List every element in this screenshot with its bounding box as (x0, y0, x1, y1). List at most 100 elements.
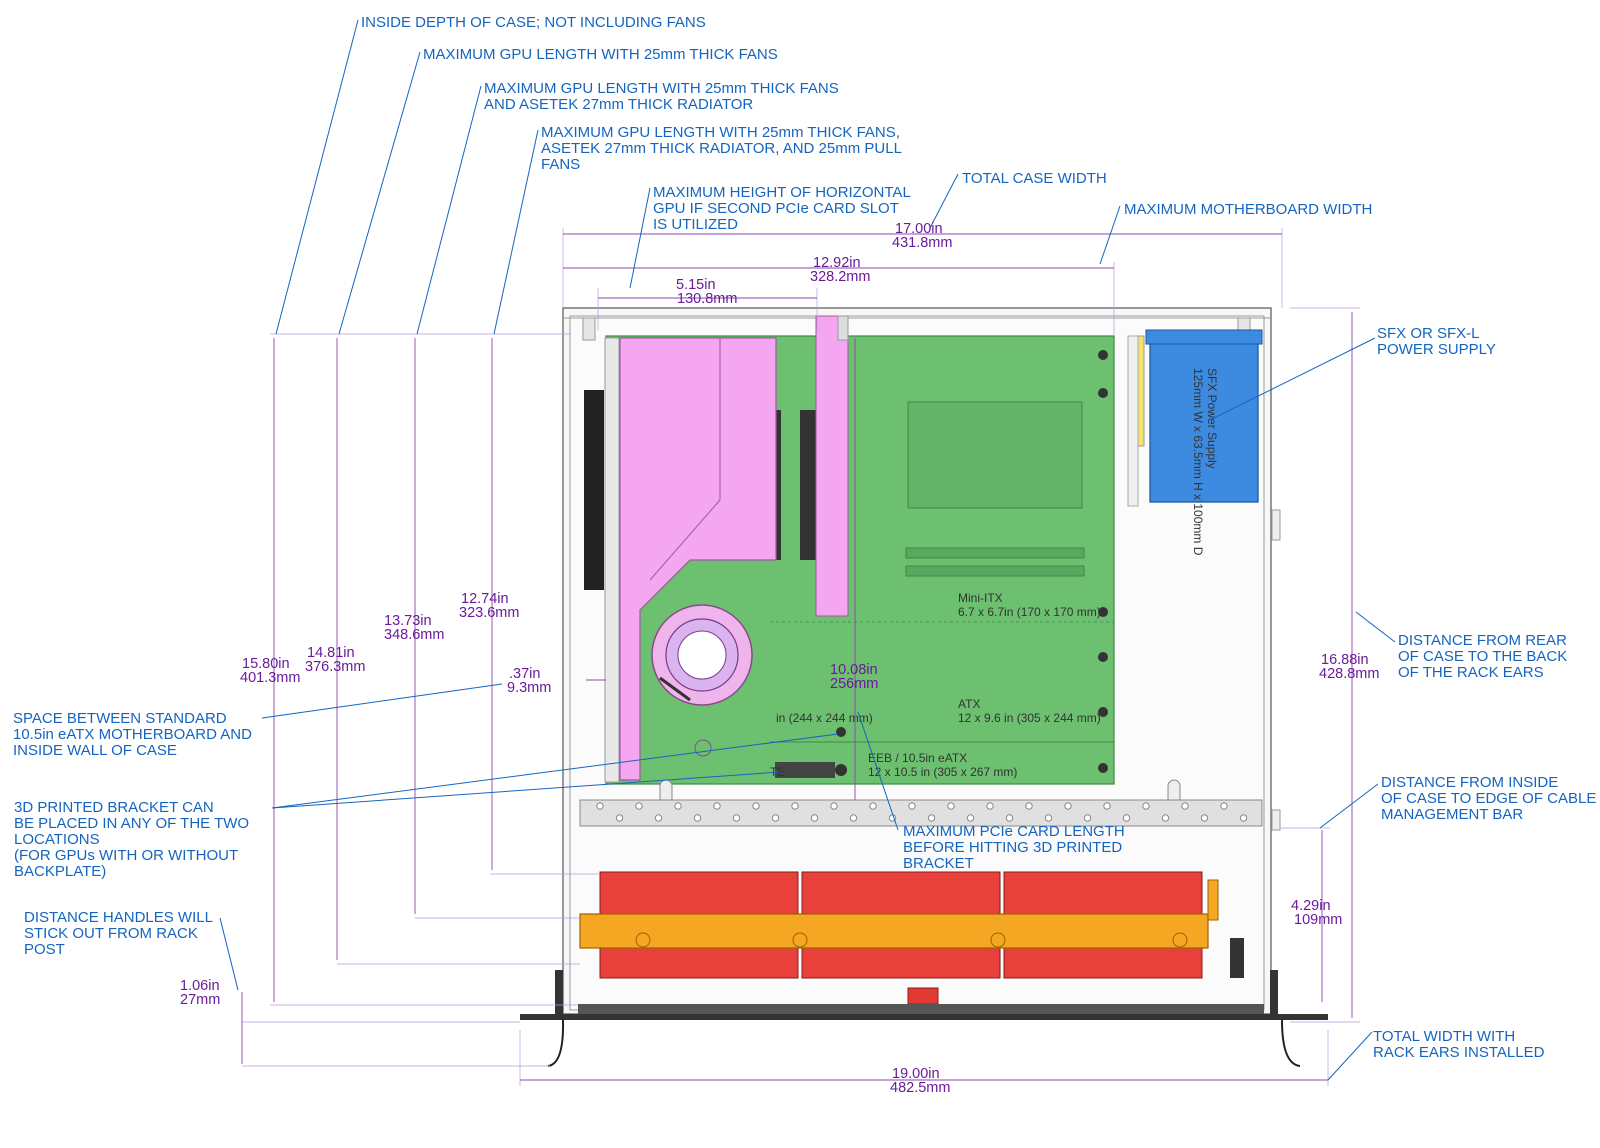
dim-total-width-ears-mm: 482.5mm (890, 1080, 950, 1096)
note-bracket-1: 3D PRINTED BRACKET CAN (14, 799, 214, 816)
note-handles-1: DISTANCE HANDLES WILL (24, 909, 213, 926)
dim-gpu-pull-mm: 323.6mm (459, 605, 519, 621)
note-total-width-ears-2: RACK EARS INSTALLED (1373, 1044, 1545, 1061)
bar-hole (771, 814, 780, 822)
note-pcie-length-1: MAXIMUM PCIe CARD LENGTH (903, 823, 1125, 840)
annotations: INSIDE DEPTH OF CASE; NOT INCLUDING FANS… (13, 14, 1596, 1061)
bar-hole (986, 802, 994, 810)
note-rear-to-ears-1: DISTANCE FROM REAR (1398, 632, 1567, 649)
note-total-case-width: TOTAL CASE WIDTH (962, 170, 1107, 187)
bar-hole (849, 814, 858, 822)
bar-hole (1220, 802, 1228, 810)
front-panel (520, 970, 1328, 1067)
bar-hole (752, 802, 760, 810)
note-psu-2: POWER SUPPLY (1377, 341, 1496, 358)
note-gpu-length-pull-1: MAXIMUM GPU LENGTH WITH 25mm THICK FANS, (541, 124, 900, 141)
mini-itx-title: Mini-ITX (958, 591, 1003, 605)
leader-lines (219, 19, 1396, 1081)
bar-hole (693, 814, 702, 822)
note-cable-bar-1: DISTANCE FROM INSIDE (1381, 774, 1558, 791)
mini-itx-size: 6.7 x 6.7in (170 x 170 mm) (958, 605, 1101, 619)
dim-motherboard-width-in: 12.92in (813, 255, 861, 271)
radiator (579, 913, 1209, 949)
note-horizontal-gpu-2: GPU IF SECOND PCIe CARD SLOT (653, 200, 899, 217)
note-cable-bar-3: MANAGEMENT BAR (1381, 806, 1523, 823)
note-bracket-5: BACKPLATE) (14, 863, 106, 880)
atx-size: 12 x 9.6 in (305 x 244 mm) (958, 711, 1101, 725)
bar-hole (966, 814, 975, 822)
note-gpu-length-pull-3: FANS (541, 156, 580, 173)
eeb-title: EEB / 10.5in eATX (868, 751, 967, 765)
dim-handles-in: 1.06in (180, 978, 220, 994)
bar-hole (654, 814, 663, 822)
note-handles-3: POST (24, 941, 65, 958)
bar-hole (1005, 814, 1014, 822)
note-space-motherboard-2: 10.5in eATX MOTHERBOARD AND (13, 726, 252, 743)
dim-total-width-ears-in: 19.00in (892, 1066, 940, 1082)
bar-hole (1161, 814, 1170, 822)
bar-hole (635, 802, 643, 810)
bar-hole (1064, 802, 1072, 810)
note-handles-2: STICK OUT FROM RACK (24, 925, 198, 942)
bar-hole (927, 814, 936, 822)
bar-hole (732, 814, 741, 822)
dim-pcie-length-mm: 256mm (830, 676, 878, 692)
note-inside-depth: INSIDE DEPTH OF CASE; NOT INCLUDING FANS (361, 14, 706, 31)
note-bracket-2: BE PLACED IN ANY OF THE TWO (14, 815, 249, 832)
note-rear-to-ears-2: OF CASE TO THE BACK (1398, 648, 1567, 665)
bar-hole (1025, 802, 1033, 810)
dim-gpu-fans-in: 14.81in (307, 645, 355, 661)
bar-hole (1239, 814, 1248, 822)
note-gpu-length-radiator-2: AND ASETEK 27mm THICK RADIATOR (484, 96, 753, 113)
bar-hole (674, 802, 682, 810)
bar-hole (1083, 814, 1092, 822)
second-pcie-card (815, 315, 849, 617)
dim-inside-depth-mm: 401.3mm (240, 670, 300, 686)
dim-horizontal-gpu-in: 5.15in (676, 277, 716, 293)
psu-size: 125mm W x 63.5mm H x 100mm D (1191, 368, 1205, 556)
dim-total-case-width-in: 17.00in (895, 221, 943, 237)
bar-hole (810, 814, 819, 822)
note-bracket-3: LOCATIONS (14, 831, 100, 848)
dimension-values: 17.00in 431.8mm 12.92in 328.2mm 5.15in 1… (180, 221, 1379, 1096)
dim-gpu-radiator-mm: 348.6mm (384, 627, 444, 643)
gpu-bracket (584, 390, 604, 590)
dim-gpu-pull-in: 12.74in (461, 591, 509, 607)
note-pcie-length-2: BEFORE HITTING 3D PRINTED (903, 839, 1122, 856)
note-cable-bar-2: OF CASE TO EDGE OF CABLE (1381, 790, 1596, 807)
psu-name: SFX Power Supply (1205, 368, 1219, 469)
bar-hole (615, 814, 624, 822)
note-pcie-length-3: BRACKET (903, 855, 974, 872)
note-space-motherboard-1: SPACE BETWEEN STANDARD (13, 710, 227, 727)
dim-gpu-fans-mm: 376.3mm (305, 659, 365, 675)
note-max-motherboard-width: MAXIMUM MOTHERBOARD WIDTH (1124, 201, 1372, 218)
bar-hole (1122, 814, 1131, 822)
bar-hole (947, 802, 955, 810)
bar-hole (1044, 814, 1053, 822)
bar-hole (1103, 802, 1111, 810)
eeb-size: 12 x 10.5 in (305 x 267 mm) (868, 765, 1017, 779)
dimension-lines (241, 228, 1360, 1086)
bar-hole (596, 802, 604, 810)
right-handle (1281, 1019, 1301, 1067)
note-psu-1: SFX OR SFX-L (1377, 325, 1480, 342)
dim-board-gap-mm: 9.3mm (507, 680, 551, 696)
dim-total-case-width-mm: 431.8mm (892, 235, 952, 251)
note-horizontal-gpu-3: IS UTILIZED (653, 216, 738, 233)
bar-hole (1181, 802, 1189, 810)
bar-hole (713, 802, 721, 810)
dim-cable-bar-mm: 109mm (1294, 912, 1342, 928)
note-horizontal-gpu-1: MAXIMUM HEIGHT OF HORIZONTAL (653, 184, 911, 201)
note-space-motherboard-3: INSIDE WALL OF CASE (13, 742, 177, 759)
bar-hole (830, 802, 838, 810)
dim-cable-bar-in: 4.29in (1291, 898, 1331, 914)
dim-pcie-length-in: 10.08in (830, 662, 878, 678)
bar-hole (908, 802, 916, 810)
dim-handles-mm: 27mm (180, 992, 220, 1008)
dim-rear-to-ears-mm: 428.8mm (1319, 666, 1379, 682)
bar-hole (1200, 814, 1209, 822)
gpu (584, 315, 849, 783)
note-rear-to-ears-3: OF THE RACK EARS (1398, 664, 1544, 681)
